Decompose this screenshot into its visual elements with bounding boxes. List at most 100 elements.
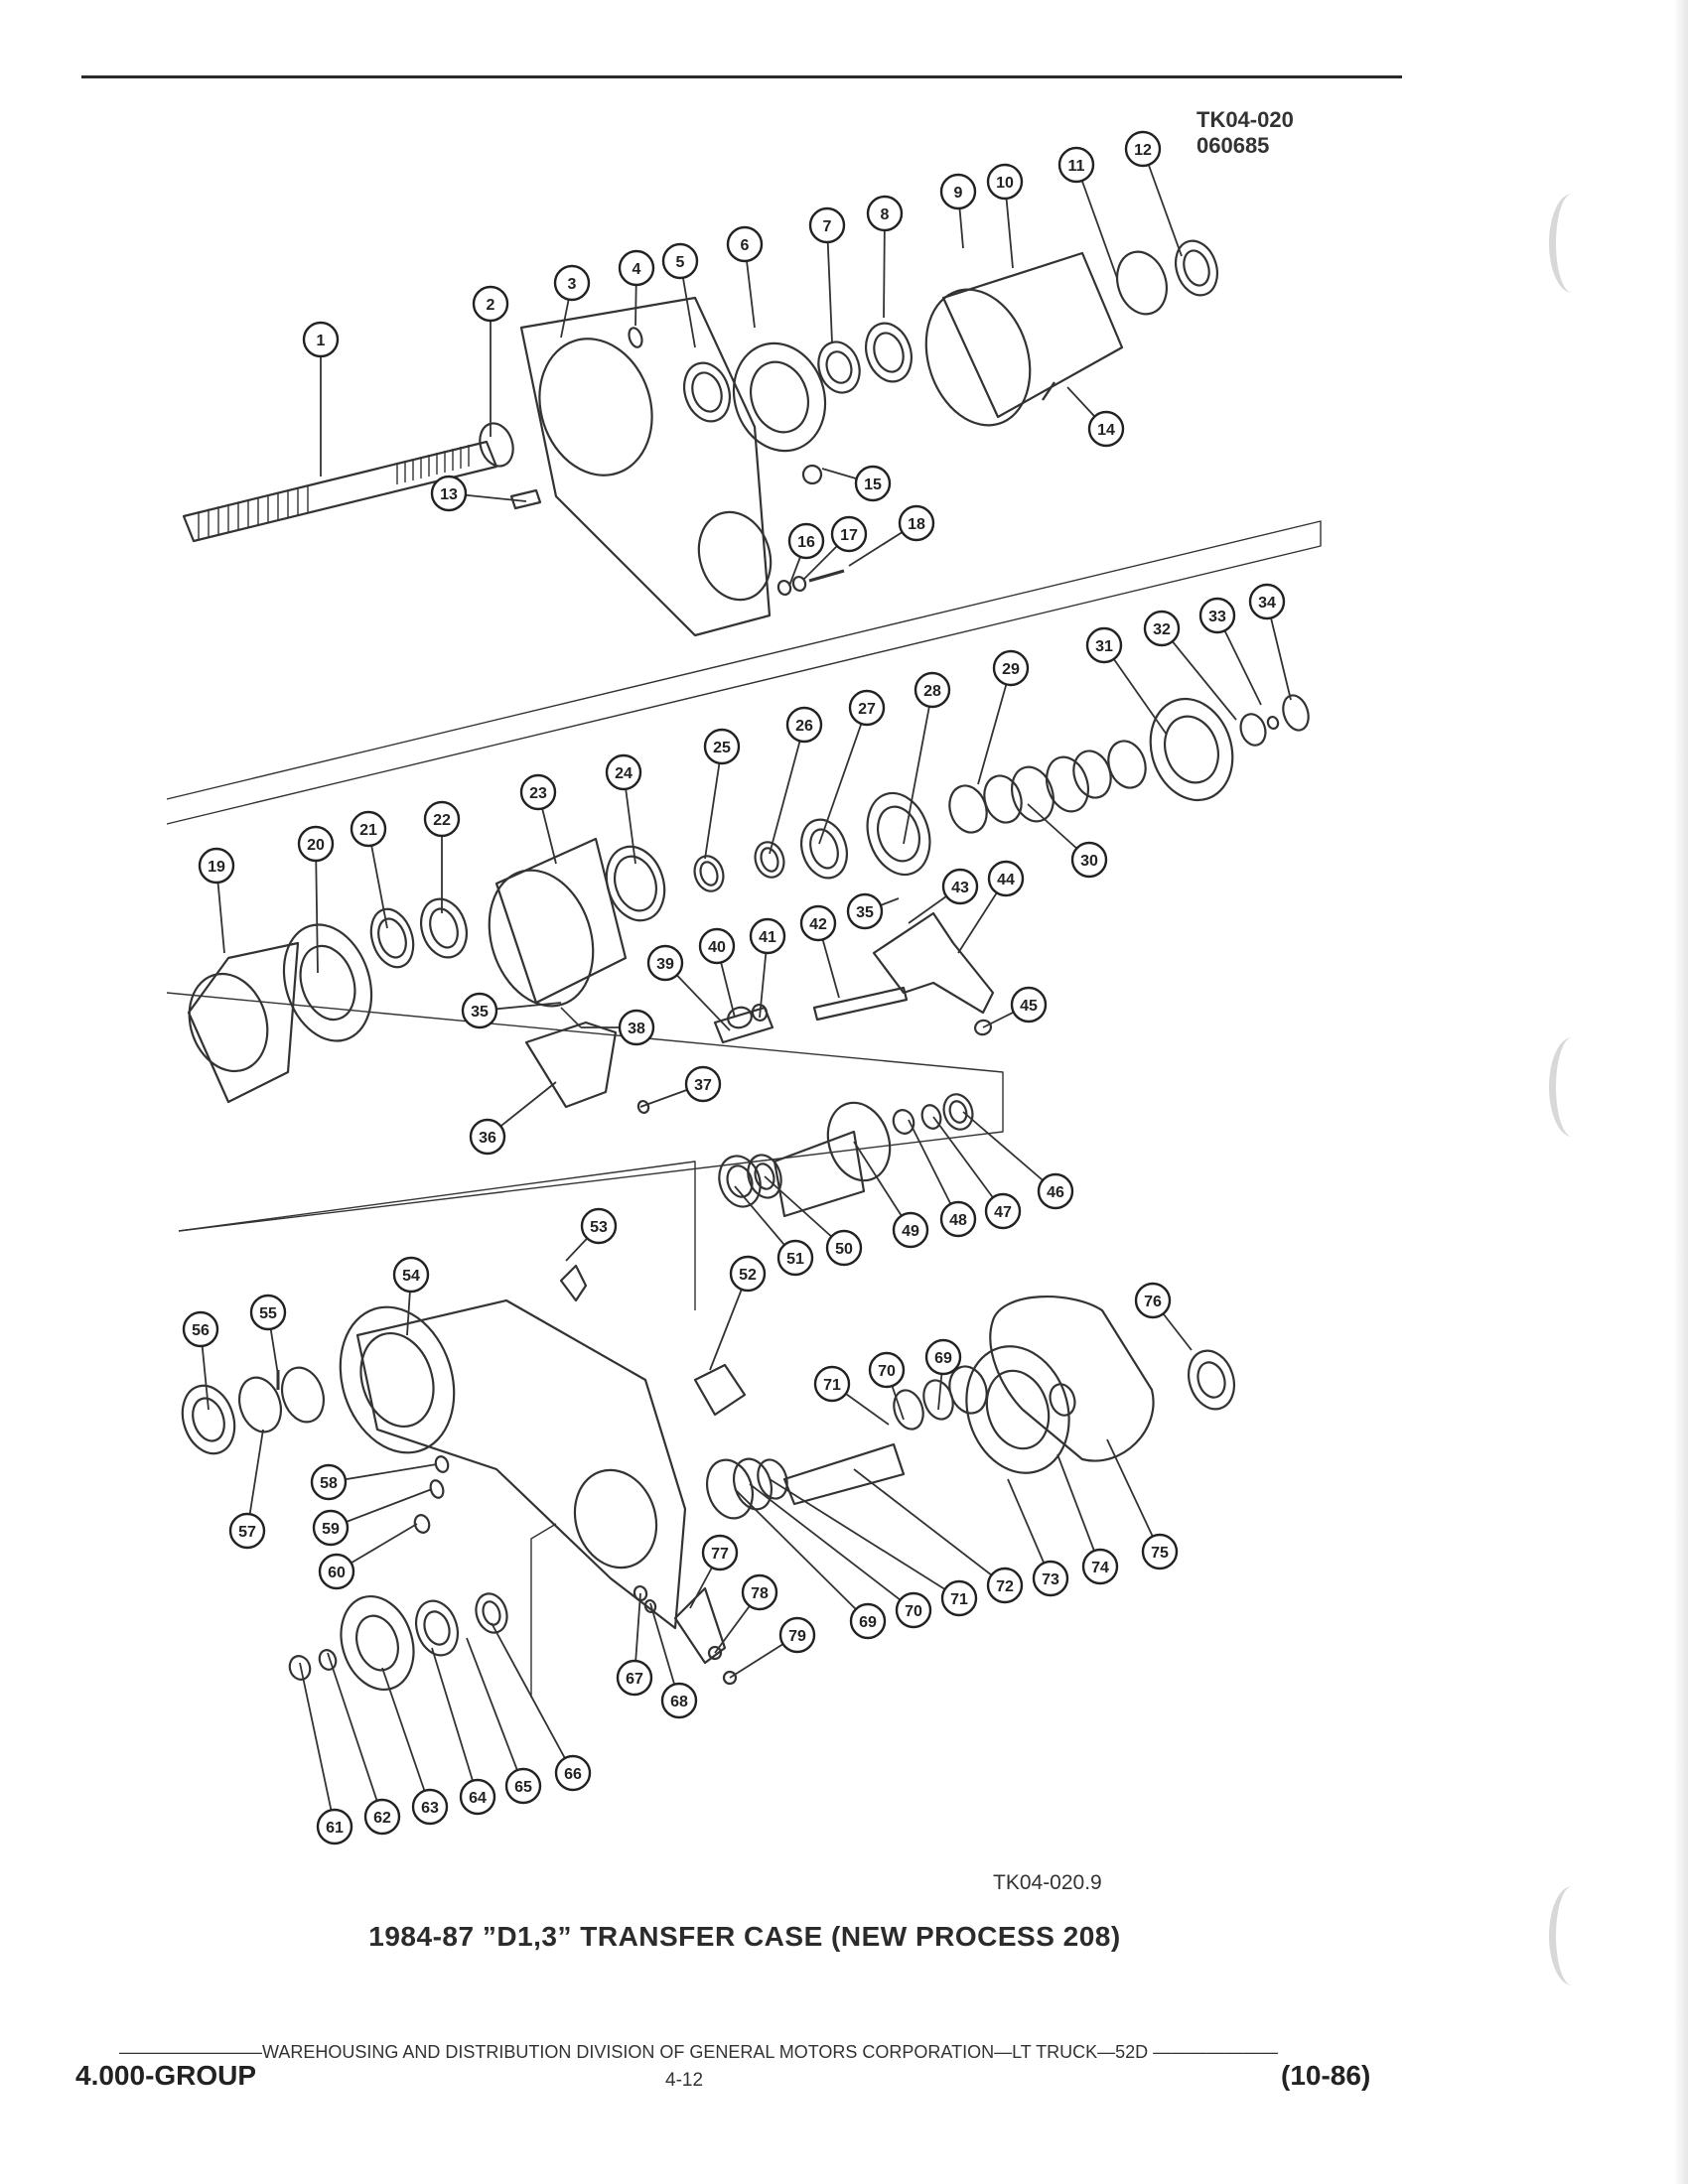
callout-label-45: 45: [1020, 998, 1038, 1015]
callout-label-20: 20: [307, 837, 325, 854]
callout-79: 79: [778, 1616, 816, 1654]
callout-label-54: 54: [402, 1268, 420, 1285]
callout-14: 14: [1087, 410, 1125, 448]
callout-label-75: 75: [1151, 1545, 1169, 1562]
callout-71a: 71: [813, 1365, 851, 1403]
callout-58: 58: [310, 1463, 348, 1501]
callout-65: 65: [504, 1767, 542, 1805]
callout-69b: 69: [849, 1602, 887, 1640]
callout-leader-12: [1142, 148, 1183, 257]
top-rule: [81, 75, 1402, 78]
callout-7: 7: [808, 206, 846, 244]
callout-leader-20: [315, 843, 319, 974]
callout-1: 1: [302, 321, 340, 358]
callout-label-1: 1: [317, 333, 326, 349]
footer-publisher-text: WAREHOUSING AND DISTRIBUTION DIVISION OF…: [262, 2042, 1149, 2062]
callout-62: 62: [363, 1798, 401, 1836]
callout-label-16: 16: [797, 534, 815, 551]
callout-label-59: 59: [322, 1521, 340, 1538]
callout-label-28: 28: [923, 683, 941, 700]
callout-label-15: 15: [864, 477, 882, 493]
callout-label-70a: 70: [878, 1363, 896, 1380]
callout-37: 37: [684, 1065, 722, 1103]
callout-45: 45: [1010, 986, 1048, 1024]
callout-leader-61: [299, 1662, 336, 1828]
callout-leader-71b: [769, 1478, 960, 1599]
footer-publisher-line: ————————WAREHOUSING AND DISTRIBUTION DIV…: [119, 2042, 1279, 2062]
callout-label-72: 72: [996, 1578, 1014, 1595]
callout-leader-29: [977, 667, 1012, 785]
callout-label-35a: 35: [471, 1004, 489, 1021]
callout-78: 78: [741, 1573, 778, 1611]
callout-label-46: 46: [1047, 1184, 1064, 1201]
callout-label-48: 48: [949, 1212, 967, 1229]
callout-60: 60: [318, 1553, 355, 1590]
callout-label-51: 51: [786, 1251, 804, 1268]
callout-20: 20: [297, 825, 335, 863]
callout-label-6: 6: [741, 237, 750, 254]
callout-label-61: 61: [326, 1820, 344, 1837]
callout-leader-66: [491, 1622, 574, 1774]
callout-label-25: 25: [713, 740, 731, 756]
callout-label-38: 38: [628, 1021, 645, 1037]
callout-label-18: 18: [908, 516, 925, 533]
callout-label-71b: 71: [950, 1591, 968, 1608]
callout-35b: 35: [846, 892, 884, 930]
callout-label-19: 19: [208, 859, 225, 876]
callout-44: 44: [987, 860, 1025, 897]
callout-label-26: 26: [795, 718, 813, 735]
callout-leader-69b: [734, 1488, 869, 1622]
callout-leader-47: [932, 1116, 1004, 1212]
callout-51: 51: [776, 1239, 814, 1277]
callout-leader-74: [1056, 1453, 1101, 1568]
callout-72: 72: [986, 1567, 1024, 1604]
callout-label-22: 22: [433, 812, 451, 829]
callout-54: 54: [392, 1256, 430, 1294]
callout-label-44: 44: [997, 872, 1015, 888]
figure-code: TK04-020.9: [993, 1871, 1102, 1894]
callout-49: 49: [892, 1211, 929, 1249]
callout-leader-64: [431, 1647, 479, 1798]
callout-70a: 70: [868, 1351, 906, 1389]
callout-leader-59: [330, 1488, 433, 1529]
callout-label-8: 8: [881, 206, 890, 223]
callout-label-23: 23: [529, 785, 547, 802]
callout-label-3: 3: [568, 276, 577, 293]
callout-70b: 70: [895, 1591, 932, 1629]
callout-label-56: 56: [192, 1322, 210, 1339]
binder-hole-middle: [1549, 1037, 1596, 1137]
callout-23: 23: [519, 773, 557, 811]
callout-label-33: 33: [1208, 609, 1226, 625]
callout-57: 57: [228, 1512, 266, 1550]
callout-label-27: 27: [858, 701, 876, 718]
callout-label-14: 14: [1097, 422, 1115, 439]
callout-74: 74: [1081, 1548, 1119, 1585]
callout-label-41: 41: [759, 929, 776, 946]
callout-label-13: 13: [440, 486, 458, 503]
callout-56: 56: [182, 1310, 219, 1348]
callout-22: 22: [423, 800, 461, 838]
callout-label-40: 40: [708, 939, 726, 956]
callout-5: 5: [661, 242, 699, 280]
callout-label-79: 79: [788, 1628, 806, 1645]
callout-48: 48: [939, 1200, 977, 1238]
callout-30: 30: [1070, 841, 1108, 879]
callout-28: 28: [914, 671, 951, 709]
callout-label-76: 76: [1144, 1294, 1162, 1310]
callout-6: 6: [726, 225, 764, 263]
callout-label-11: 11: [1068, 158, 1085, 175]
callout-label-55: 55: [259, 1305, 277, 1322]
callout-label-17: 17: [840, 527, 858, 544]
callout-67: 67: [616, 1659, 653, 1697]
callout-9: 9: [939, 173, 977, 210]
callout-label-29: 29: [1002, 661, 1020, 678]
callout-73: 73: [1032, 1560, 1069, 1597]
callout-label-5: 5: [676, 254, 685, 271]
group-label: 4.000-GROUP: [75, 2060, 257, 2091]
callout-15: 15: [854, 465, 892, 502]
callout-26: 26: [785, 706, 823, 744]
callout-label-50: 50: [835, 1241, 853, 1258]
reference-code-line-2: 060685: [1196, 133, 1270, 158]
callout-46: 46: [1037, 1172, 1074, 1210]
callout-25: 25: [703, 728, 741, 765]
